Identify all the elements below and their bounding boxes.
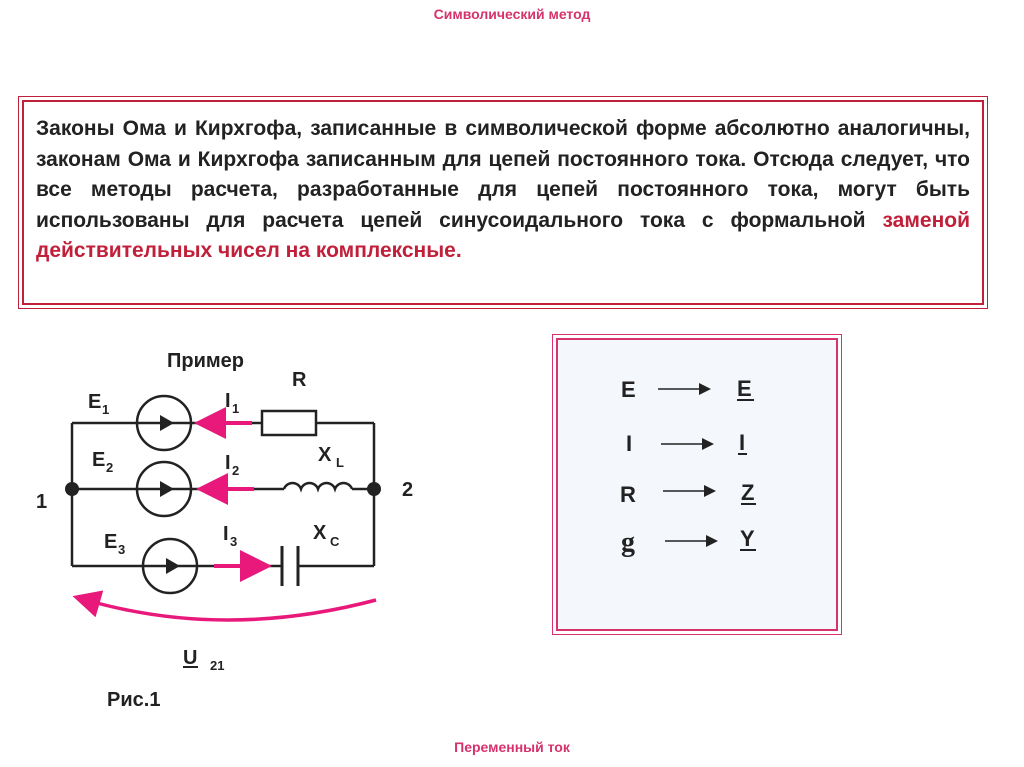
source-e2 [135, 460, 193, 518]
slide-header-title: Символический метод [433, 6, 591, 22]
mapping-to-z: Z [741, 480, 754, 505]
highlighted-text: заменой действительных чисел на комплекс… [36, 208, 970, 263]
current-sub-i2: 2 [232, 463, 239, 478]
source-e1 [135, 394, 193, 452]
main-paragraph: Законы Ома и Кирхгофа, записанные в симв… [36, 114, 970, 267]
example-label: Пример [167, 350, 244, 372]
mapping-to-e: E [737, 376, 752, 401]
source-label-e1: E [88, 391, 101, 413]
resistor-symbol [260, 409, 318, 437]
node-1-label: 1 [36, 491, 47, 513]
current-sub-i1: 1 [232, 401, 239, 416]
source-label-e2: E [92, 449, 105, 471]
symbol-mapping-box [552, 334, 842, 635]
node-2-label: 2 [402, 479, 413, 501]
voltage-label: U [183, 647, 197, 669]
node-2-dot [367, 482, 381, 496]
source-label-e3: E [104, 531, 117, 553]
node-1-dot [65, 482, 79, 496]
source-e3 [141, 537, 199, 595]
inductor-symbol [282, 481, 354, 493]
current-label-i1: I [225, 390, 231, 412]
current-label-i2: I [225, 452, 231, 474]
figure-caption: Рис.1 [107, 689, 160, 711]
mapping-from-e: E [621, 377, 636, 402]
source-sub-e3: 3 [118, 542, 125, 557]
current-sub-i3: 3 [230, 534, 237, 549]
mapping-from-i: I [626, 431, 632, 456]
mapping-arrows [658, 383, 718, 547]
resistor-label: R [292, 369, 307, 391]
voltage-subscript: 21 [210, 658, 224, 673]
source-sub-e1: 1 [102, 402, 109, 417]
mapping-to-y: Y [740, 526, 755, 551]
mapping-from-g: g [621, 527, 635, 558]
source-sub-e2: 2 [106, 460, 113, 475]
mapping-to-i: I [739, 430, 745, 455]
voltage-arrow [72, 590, 377, 622]
inductor-label: X [318, 444, 332, 466]
capacitor-subscript: C [330, 534, 340, 549]
text-box: Законы Ома и Кирхгофа, записанные в симв… [18, 96, 988, 309]
current-arrows [194, 407, 272, 582]
slide-footer-title: Переменный ток [454, 739, 570, 755]
inductor-subscript: L [336, 455, 344, 470]
paragraph-text: Законы Ома и Кирхгофа, записанные в симв… [36, 117, 970, 232]
mapping-from-r: R [620, 482, 636, 507]
current-label-i3: I [223, 523, 229, 545]
capacitor-label: X [313, 522, 327, 544]
capacitor-symbol [280, 546, 300, 586]
